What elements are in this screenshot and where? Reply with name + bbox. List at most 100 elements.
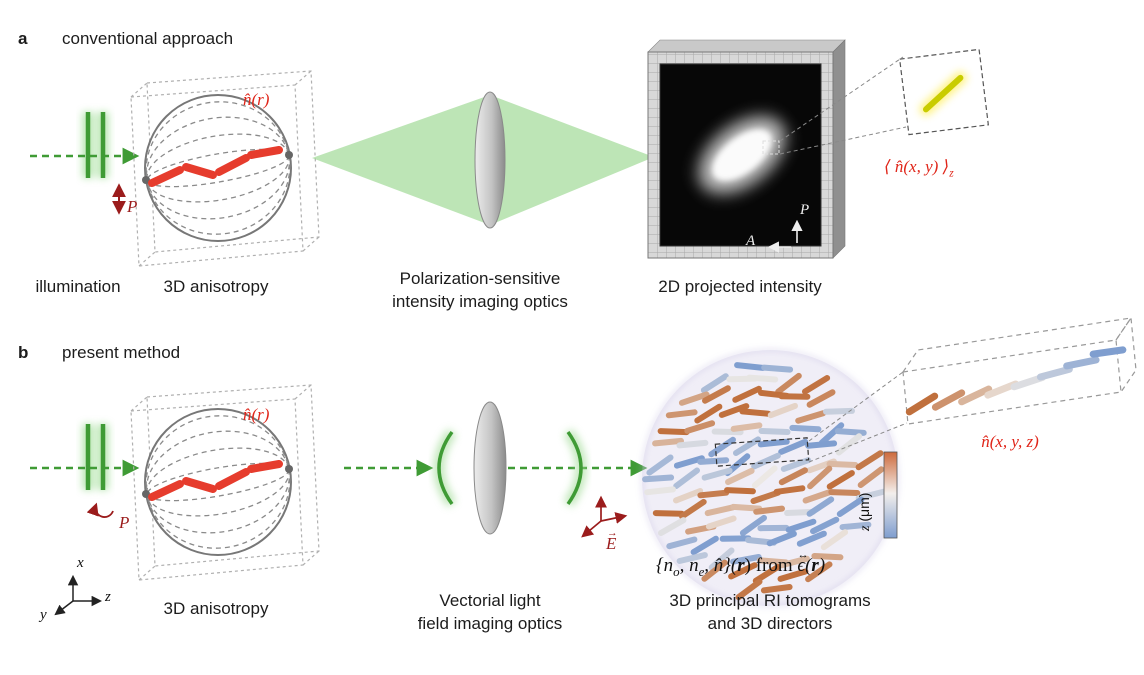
director-rod — [805, 440, 838, 449]
director-rod — [778, 393, 811, 400]
lens-a — [474, 91, 506, 229]
wavefront-left — [437, 430, 454, 506]
inset-label-a-main: ⟨ n̂(x, y) ⟩ — [884, 157, 950, 176]
vectorial-optics-b — [344, 401, 648, 535]
director-rod — [760, 584, 793, 594]
director-rod — [756, 557, 789, 566]
director-rod — [724, 487, 756, 495]
zoom-region-a — [762, 140, 780, 155]
director-rod — [811, 553, 844, 561]
director-rod — [673, 467, 700, 489]
anisotropy-sample-b — [131, 385, 319, 580]
director-rod-field — [642, 362, 887, 601]
director-rod — [855, 488, 887, 501]
panel-a-title: conventional approach — [62, 29, 234, 48]
director-rod — [730, 554, 762, 565]
director-rod — [807, 465, 833, 490]
y-axis-label: y — [40, 607, 47, 623]
result-formula: {no, ne, n̂}(r) from ϵ↔(r) — [656, 548, 826, 579]
director-rod — [857, 466, 885, 488]
result-caption-b: 3D principal RI tomograms and 3D directo… — [669, 589, 870, 635]
director-rod — [646, 454, 674, 476]
detector-side-face — [832, 39, 846, 259]
director-rod — [658, 517, 687, 536]
circular-polarization-arrow-b — [86, 502, 114, 518]
director-rod — [810, 516, 840, 535]
inset-connectors-b — [808, 371, 908, 463]
detector-caption-a: 2D projected intensity — [658, 277, 822, 296]
director-rod — [775, 372, 802, 395]
director-rod — [750, 489, 782, 504]
director-rod — [735, 578, 763, 601]
inset-box-a — [898, 48, 990, 136]
director-rod — [767, 402, 798, 419]
director-rod — [766, 530, 797, 547]
polarization-label-b: P — [119, 513, 130, 532]
director-rod — [678, 391, 710, 406]
director-rod — [701, 467, 733, 481]
illumination-beam-a — [30, 112, 136, 178]
director-rod — [828, 489, 861, 496]
optics-caption-b-line1: Vectorial light — [439, 591, 541, 610]
colorbar-unit: (μm) — [856, 492, 872, 526]
director-rod — [795, 410, 827, 424]
director-rod — [753, 505, 785, 515]
optics-caption-a-line1: Polarization-sensitive — [399, 269, 561, 288]
director-rod — [761, 364, 794, 373]
director-rod — [834, 428, 867, 436]
anisotropy-caption-a: 3D anisotropy — [163, 277, 269, 296]
director-rod — [826, 460, 859, 468]
director-rod — [666, 536, 698, 550]
lens-b — [473, 401, 507, 535]
illumination-caption: illumination — [35, 277, 121, 296]
inset-label-a-sub: z — [949, 166, 954, 180]
director-rod — [700, 373, 729, 394]
detector-polarizer-label: P — [800, 202, 810, 218]
director-rod — [718, 403, 750, 418]
director-rod — [746, 374, 779, 383]
director-rod — [708, 436, 736, 458]
director-rod — [789, 424, 822, 433]
director-rod — [665, 409, 698, 419]
director-rod — [839, 521, 872, 531]
director-rod — [751, 465, 778, 489]
director-rod — [758, 428, 791, 435]
z-axis-label: z — [105, 589, 111, 605]
inset-label-a: ⟨ n̂(x, y) ⟩z — [884, 156, 954, 180]
director-rod — [773, 485, 806, 495]
director-rod — [836, 496, 865, 517]
x-axis-label: x — [77, 555, 84, 571]
director-rod — [705, 515, 737, 530]
director-rod — [708, 547, 735, 571]
director-rod — [730, 422, 763, 432]
director-rod — [823, 407, 855, 415]
coordinate-axes-b — [54, 574, 103, 616]
optics-caption-a: Polarization-sensitive intensity imaging… — [392, 267, 568, 313]
director-rod — [694, 403, 723, 424]
director-rod — [642, 474, 675, 483]
director-rod — [802, 375, 831, 395]
detector-top-face — [647, 39, 846, 53]
director-rod — [835, 433, 863, 456]
wavefront-right — [566, 430, 583, 506]
vector-arrow-icon: → — [606, 527, 618, 539]
director-rod — [826, 470, 855, 490]
director-rod — [728, 562, 758, 580]
director-rod — [778, 555, 810, 569]
director-rod — [673, 455, 705, 469]
colorbar-variable: z — [858, 525, 873, 531]
director-rod — [855, 450, 884, 471]
inset-a — [898, 48, 990, 136]
director-rod — [684, 420, 716, 434]
director-rod — [796, 530, 827, 547]
tomogram-b — [641, 349, 899, 607]
polarization-label-a: P — [127, 197, 138, 216]
director-rod — [739, 408, 772, 417]
e-field-label: E→ — [606, 528, 617, 555]
colorbar-label: z (μm) — [855, 493, 875, 531]
panel-a-tag: a — [18, 29, 28, 48]
e-field-axes-b — [581, 495, 628, 538]
anisotropy-caption-b: 3D anisotropy — [163, 599, 269, 618]
